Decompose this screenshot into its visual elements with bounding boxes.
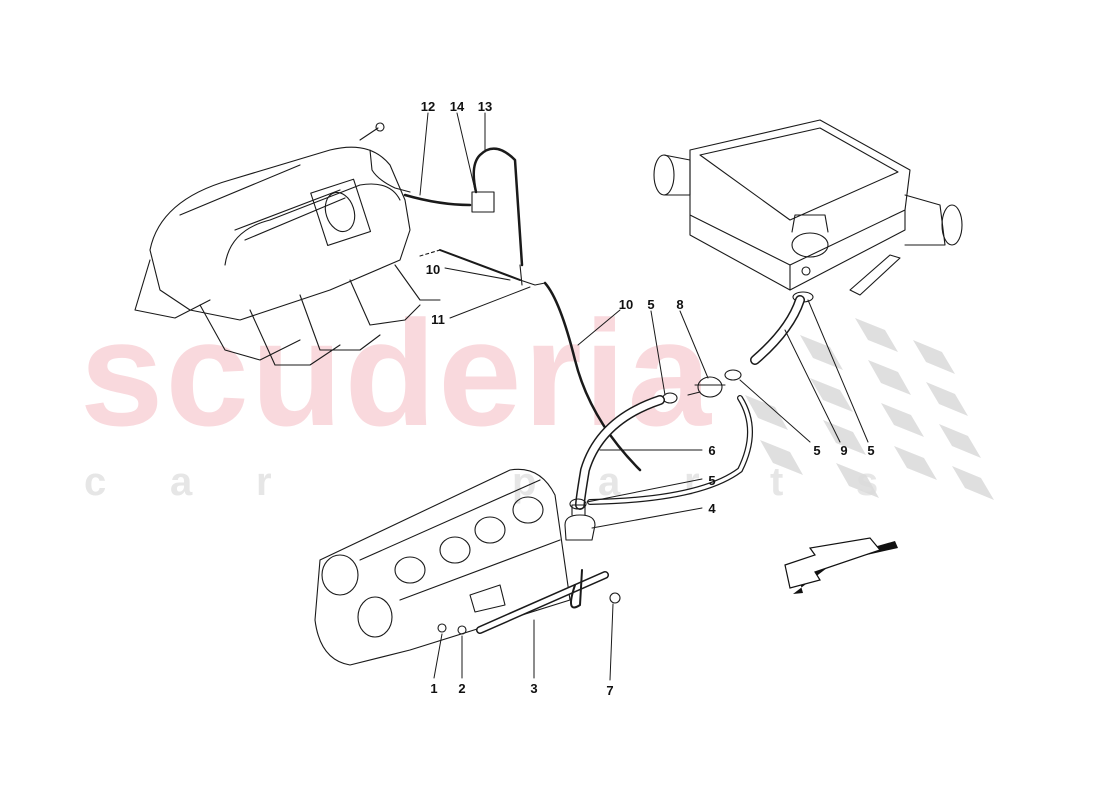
pcv-valve-4 [564,514,596,541]
watermark-letter: a [170,460,193,504]
valve-14 [471,191,495,213]
callout-6: 6 [708,443,716,458]
callout-1: 1 [430,681,438,696]
callout-8: 8 [676,297,684,312]
callout-3: 3 [530,681,538,696]
callout-5: 5 [708,473,716,488]
watermark-letter: p [512,460,537,504]
intake-manifold [134,122,441,366]
direction-arrow-icon [784,537,898,594]
watermark-letter: r [256,460,272,504]
callout-5: 5 [813,443,821,458]
watermark-letter: c [84,460,107,504]
callout-11: 11 [431,312,445,327]
intercooler [653,119,963,296]
callout-9: 9 [840,443,848,458]
callout-2: 2 [458,681,466,696]
checkered-flag-watermark [745,318,994,500]
callout-10: 10 [425,262,441,277]
watermark-letter: a [598,460,621,504]
valve-8 [697,376,723,398]
callout-13: 13 [477,99,493,114]
callout-5: 5 [647,297,655,312]
callout-7: 7 [606,683,614,698]
callout-12: 12 [420,99,436,114]
callout-5: 5 [867,443,875,458]
callout-14: 14 [449,99,465,114]
callout-10: 10 [618,297,634,312]
callout-4: 4 [708,501,716,516]
watermark-letter: t [770,460,784,504]
watermark-scuderia: scuderia [80,289,713,457]
cylinder-head [314,468,571,666]
